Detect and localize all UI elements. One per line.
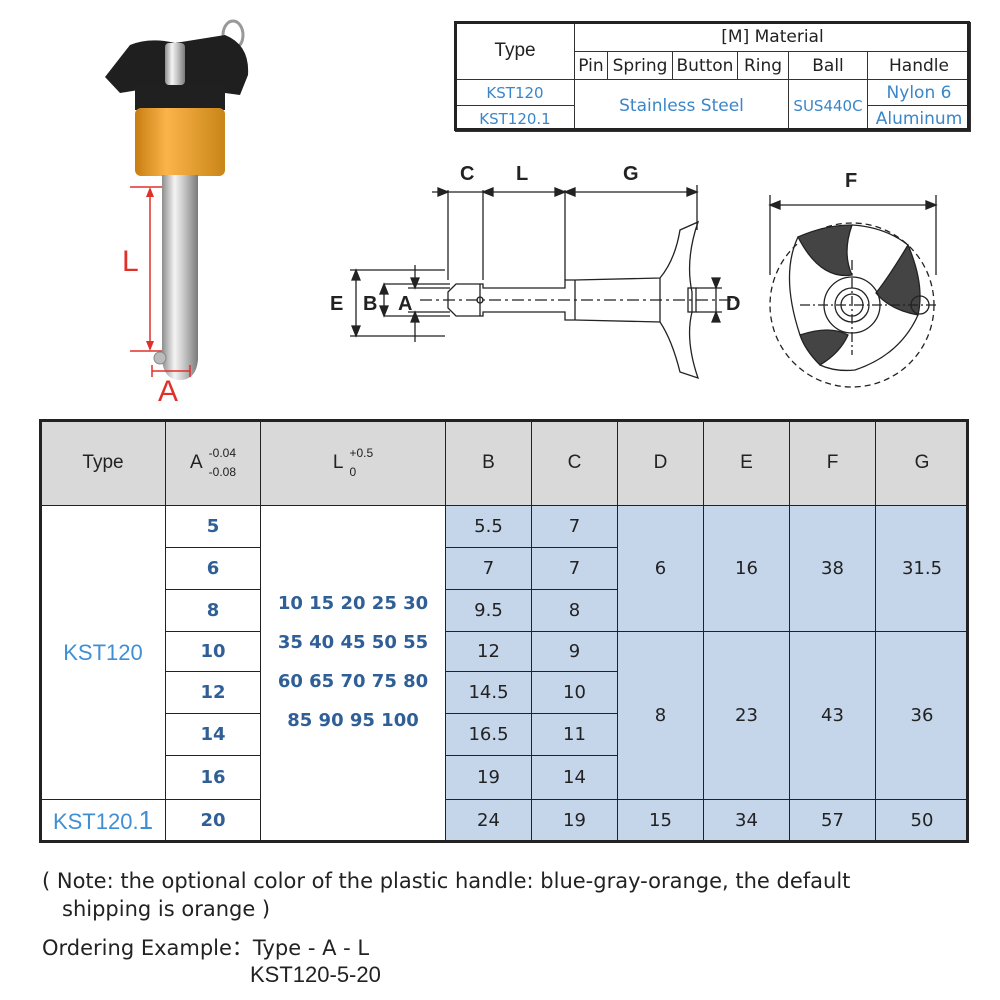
- header-type: Type: [40, 420, 166, 506]
- cell-B: 14.5: [445, 671, 532, 714]
- cell-B: 19: [445, 755, 532, 800]
- cell-A: 16: [165, 755, 261, 800]
- cell-B: 16.5: [445, 713, 532, 756]
- header-A: A -0.04 -0.08: [165, 420, 261, 506]
- table-row: 6 7 7: [41, 547, 969, 590]
- dim-label-A: A: [398, 293, 412, 315]
- dim-label-F: F: [845, 170, 857, 192]
- table-row: 12 14.5 10: [41, 671, 969, 714]
- table-row: KST120.1 20 24 19 15 34 57 50: [40, 799, 969, 842]
- L-values-line: 10 15 20 25 30: [277, 593, 429, 614]
- material-ball: SUS440C: [788, 79, 868, 132]
- header-A-label: A: [189, 452, 203, 474]
- header-L-tol-upper: +0.5: [349, 446, 374, 460]
- cell-C: 14: [531, 755, 618, 800]
- L-values-line: 85 90 95 100: [287, 710, 419, 731]
- product-photo: L A: [105, 19, 249, 408]
- cell-B: 7: [445, 547, 532, 590]
- front-view-drawing: F: [768, 170, 938, 388]
- cell-B: 12: [445, 631, 532, 672]
- header-D: D: [617, 420, 704, 506]
- cell-C: 11: [531, 713, 618, 756]
- cell-D: 15: [617, 799, 704, 842]
- cell-D: 6: [617, 505, 704, 632]
- cell-C: 7: [531, 547, 618, 590]
- ordering-label: Ordering Example：Type - A - L: [42, 936, 370, 960]
- photo-label-A: A: [158, 375, 178, 408]
- dim-label-D: D: [726, 293, 740, 315]
- header-A-tol-lower: -0.08: [208, 465, 237, 479]
- header-L-label: L: [332, 452, 344, 474]
- photo-label-L: L: [122, 245, 139, 278]
- type-kst120-1-main: KST120.: [52, 809, 139, 834]
- type-kst120-1: KST120.1: [40, 799, 166, 842]
- cell-C: 19: [531, 799, 618, 842]
- cell-E: 34: [703, 799, 790, 842]
- material-row-type: KST120: [455, 79, 575, 106]
- cell-B: 5.5: [445, 505, 532, 548]
- material-col-ring: Ring: [737, 51, 789, 80]
- table-row: 10 12 9 8 23 43 36: [41, 631, 969, 800]
- material-col-button: Button: [672, 51, 738, 80]
- cell-A: 12: [165, 671, 261, 714]
- L-values-line: 60 65 70 75 80: [277, 671, 429, 692]
- dim-label-L: L: [516, 163, 528, 185]
- cell-F: 43: [789, 631, 876, 800]
- dim-label-B: B: [363, 293, 377, 315]
- material-row-handle: Nylon 6: [867, 79, 971, 106]
- material-shared: Stainless Steel: [574, 79, 789, 132]
- ordering-example: KST120-5-20: [250, 962, 381, 987]
- spec-table: Type A -0.04 -0.08 L +0.5 0 B C D E F G KST1…: [40, 420, 969, 842]
- cell-F: 38: [789, 505, 876, 632]
- cell-A: 10: [165, 631, 261, 672]
- note-line-1: ( Note: the optional color of the plasti…: [42, 869, 851, 893]
- material-table: Type [M] Material Pin Spring Button Ring…: [455, 22, 971, 132]
- cell-E: 16: [703, 505, 790, 632]
- header-A-tol-upper: -0.04: [208, 446, 237, 460]
- cell-B: 24: [445, 799, 532, 842]
- material-col-handle: Handle: [867, 51, 971, 80]
- note-line-2: shipping is orange ): [62, 897, 271, 921]
- cell-F: 57: [789, 799, 876, 842]
- L-values: 10 15 20 25 30 35 40 45 50 55 60 65 70 7…: [260, 505, 446, 842]
- type-kst120: KST120: [40, 505, 166, 800]
- material-row-handle: Aluminum: [867, 105, 971, 132]
- material-col-pin: Pin: [574, 51, 608, 80]
- header-G: G: [875, 420, 969, 506]
- cell-B: 9.5: [445, 589, 532, 632]
- header-B: B: [445, 420, 532, 506]
- header-E: E: [703, 420, 790, 506]
- cell-C: 8: [531, 589, 618, 632]
- cell-C: 9: [531, 631, 618, 672]
- cell-C: 10: [531, 671, 618, 714]
- material-header: [M] Material: [574, 22, 971, 52]
- cell-A: 14: [165, 713, 261, 756]
- header-F: F: [789, 420, 876, 506]
- cell-A: 8: [165, 589, 261, 632]
- side-view-drawing: C L G E B A D: [330, 163, 740, 380]
- type-kst120-1-suffix: 1: [138, 805, 154, 835]
- dim-label-C: C: [460, 163, 474, 185]
- cell-G: 50: [875, 799, 969, 842]
- table-row: 8 9.5 8: [41, 589, 969, 632]
- cell-C: 7: [531, 505, 618, 548]
- dim-label-G: G: [623, 163, 639, 185]
- cell-D: 8: [617, 631, 704, 800]
- material-type-header: Type: [455, 22, 575, 80]
- cell-A: 6: [165, 547, 261, 590]
- cell-G: 31.5: [875, 505, 969, 632]
- table-row: KST120 5 10 15 20 25 30 35 40 45 50 55 6…: [40, 505, 969, 842]
- cell-A: 5: [165, 505, 261, 548]
- header-C: C: [531, 420, 618, 506]
- cell-E: 23: [703, 631, 790, 800]
- header-L: L +0.5 0: [260, 420, 446, 506]
- dim-label-E: E: [330, 293, 343, 315]
- header-L-tol-lower: 0: [349, 465, 357, 479]
- material-col-ball: Ball: [788, 51, 868, 80]
- L-values-line: 35 40 45 50 55: [277, 632, 429, 653]
- material-col-spring: Spring: [607, 51, 673, 80]
- material-row-type: KST120.1: [455, 105, 575, 132]
- cell-A: 20: [165, 799, 261, 842]
- cell-G: 36: [875, 631, 969, 800]
